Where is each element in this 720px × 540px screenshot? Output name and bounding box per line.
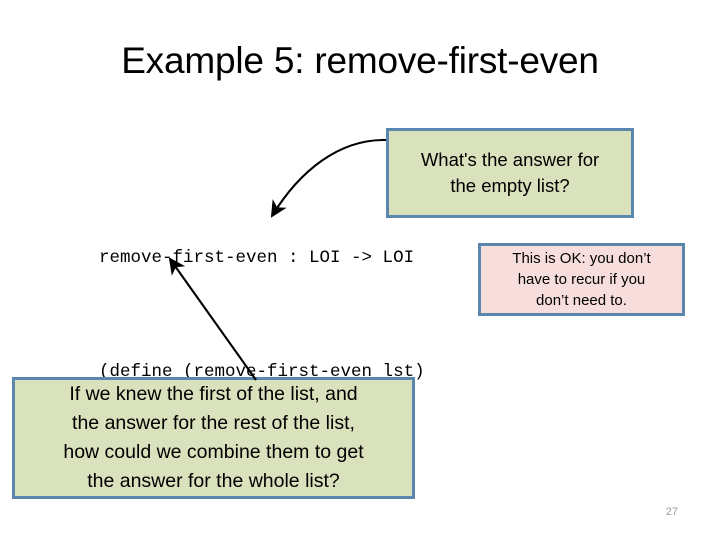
code-line-2: (define (remove-first-even lst) xyxy=(36,330,656,382)
callout-empty-list: What's the answer for the empty list? xyxy=(386,128,634,218)
callout-ok-recur-text: This is OK: you don’t have to recur if y… xyxy=(512,248,650,311)
callout-empty-list-line2: the empty list? xyxy=(450,175,570,196)
callout-combine: If we knew the first of the list, and th… xyxy=(12,377,415,499)
callout-combine-line4: the answer for the whole list? xyxy=(87,470,340,492)
code-line-1: remove-first-even : LOI -> LOI xyxy=(36,216,656,268)
callout-empty-list-text: What's the answer for the empty list? xyxy=(421,147,599,199)
callout-empty-list-line1: What's the answer for xyxy=(420,149,600,170)
callout-ok-recur-line1: This is OK: you don’t xyxy=(512,250,651,267)
callout-combine-line3: how could we combine them to get xyxy=(63,441,364,463)
callout-ok-recur: This is OK: you don’t have to recur if y… xyxy=(478,243,685,316)
callout-ok-recur-line2: have to recur if you xyxy=(517,271,646,288)
callout-combine-line2: the answer for the rest of the list, xyxy=(72,412,355,434)
callout-combine-line1: If we knew the first of the list, and xyxy=(69,383,358,405)
code-signature: remove-first-even : LOI -> LOI xyxy=(99,248,415,268)
callout-combine-text: If we knew the first of the list, and th… xyxy=(63,380,363,496)
callout-ok-recur-line3: don’t need to. xyxy=(536,292,627,309)
page-number: 27 xyxy=(665,506,678,518)
page-title: Example 5: remove-first-even xyxy=(121,40,599,81)
